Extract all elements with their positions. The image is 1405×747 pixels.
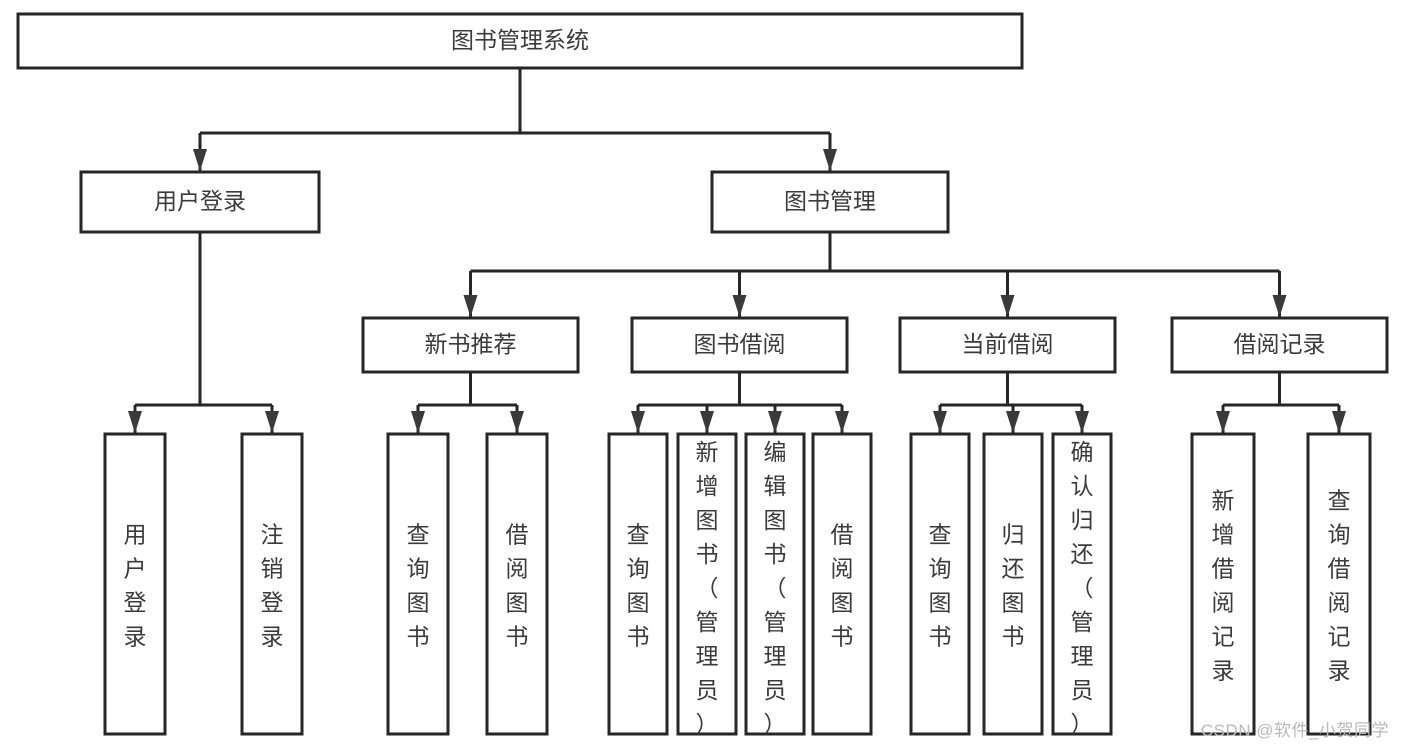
node-label: 图书借阅 <box>694 331 786 357</box>
node-user-login[interactable]: 用户登录 <box>79 170 321 234</box>
arrow-head-icon <box>1000 295 1015 317</box>
arrow-head-icon <box>1216 411 1230 433</box>
node-label: 用户登录 <box>124 522 147 650</box>
arrow-head-icon <box>1272 295 1287 317</box>
node-box <box>1306 432 1372 736</box>
node-label: 新增图书（管理员） <box>696 439 719 737</box>
node-box <box>79 170 321 234</box>
node-layer: 图书管理系统用户登录图书管理新书推荐图书借阅当前借阅借阅记录用户登录注销登录查询… <box>16 12 1389 737</box>
node-root[interactable]: 图书管理系统 <box>16 12 1024 70</box>
node-label: 确认归还（管理员） <box>1071 439 1094 737</box>
node-label: 图书管理系统 <box>451 27 589 53</box>
node-label: 查询图书 <box>627 522 650 650</box>
arrow-head-icon <box>700 411 714 433</box>
node-leaf-confirm-return-admin[interactable]: 确认归还（管理员） <box>1051 432 1113 737</box>
node-label: 当前借阅 <box>962 331 1054 357</box>
node-box <box>811 432 873 736</box>
arrow-head-icon <box>732 295 747 317</box>
node-leaf-query-borrow-record[interactable]: 查询借阅记录 <box>1306 432 1372 736</box>
node-label: 用户登录 <box>154 188 246 214</box>
node-box <box>909 432 971 736</box>
node-box <box>607 432 669 736</box>
arrow-head-icon <box>411 411 425 433</box>
node-new-book-recommend[interactable]: 新书推荐 <box>361 316 580 374</box>
node-box <box>744 432 806 736</box>
node-box <box>16 12 1024 70</box>
node-box <box>710 170 950 234</box>
arrow-head-icon <box>193 149 207 171</box>
node-book-borrow[interactable]: 图书借阅 <box>630 316 849 374</box>
arrow-head-icon <box>631 411 645 433</box>
arrow-head-icon <box>128 411 142 433</box>
node-label: 查询图书 <box>407 522 430 650</box>
node-leaf-return-book[interactable]: 归还图书 <box>982 432 1044 736</box>
node-label: 新增借阅记录 <box>1212 488 1235 684</box>
node-leaf-add-book-admin[interactable]: 新增图书（管理员） <box>676 432 738 737</box>
arrow-head-icon <box>463 295 478 317</box>
node-leaf-query-book-recommend[interactable]: 查询图书 <box>386 432 450 736</box>
arrow-head-icon <box>933 411 947 433</box>
arrow-head-icon <box>1006 411 1020 433</box>
node-label: 查询借阅记录 <box>1328 488 1351 684</box>
node-leaf-borrow-book[interactable]: 借阅图书 <box>811 432 873 736</box>
node-box <box>485 432 549 736</box>
node-label: 归还图书 <box>1002 522 1025 650</box>
node-leaf-user-login[interactable]: 用户登录 <box>103 432 167 736</box>
arrow-head-icon <box>1075 411 1089 433</box>
node-leaf-query-book-borrow[interactable]: 查询图书 <box>607 432 669 736</box>
node-box <box>1170 316 1389 374</box>
node-current-borrow[interactable]: 当前借阅 <box>898 316 1117 374</box>
node-label: 注销登录 <box>261 522 284 650</box>
node-leaf-edit-book-admin[interactable]: 编辑图书（管理员） <box>744 432 806 737</box>
node-box <box>982 432 1044 736</box>
node-label: 借阅记录 <box>1234 331 1326 357</box>
arrow-head-icon <box>265 411 279 433</box>
node-box <box>898 316 1117 374</box>
arrow-head-icon <box>768 411 782 433</box>
node-box <box>103 432 167 736</box>
node-label: 新书推荐 <box>425 331 517 357</box>
arrow-head-icon <box>823 149 837 171</box>
node-box <box>240 432 304 736</box>
node-label: 借阅图书 <box>831 522 854 650</box>
node-label: 借阅图书 <box>506 522 529 650</box>
node-box <box>630 316 849 374</box>
connector-layer <box>128 68 1346 433</box>
node-box <box>1051 432 1113 736</box>
node-book-manage[interactable]: 图书管理 <box>710 170 950 234</box>
node-box <box>361 316 580 374</box>
arrow-head-icon <box>1332 411 1346 433</box>
node-leaf-borrow-book-recommend[interactable]: 借阅图书 <box>485 432 549 736</box>
node-box <box>676 432 738 736</box>
node-leaf-query-book-current[interactable]: 查询图书 <box>909 432 971 736</box>
node-label: 图书管理 <box>784 188 876 214</box>
node-borrow-record[interactable]: 借阅记录 <box>1170 316 1389 374</box>
node-leaf-logout[interactable]: 注销登录 <box>240 432 304 736</box>
node-label: 查询图书 <box>929 522 952 650</box>
node-box <box>386 432 450 736</box>
arrow-head-icon <box>835 411 849 433</box>
node-box <box>1190 432 1256 736</box>
arrow-head-icon <box>510 411 524 433</box>
node-label: 编辑图书（管理员） <box>764 439 787 737</box>
node-leaf-add-borrow-record[interactable]: 新增借阅记录 <box>1190 432 1256 736</box>
